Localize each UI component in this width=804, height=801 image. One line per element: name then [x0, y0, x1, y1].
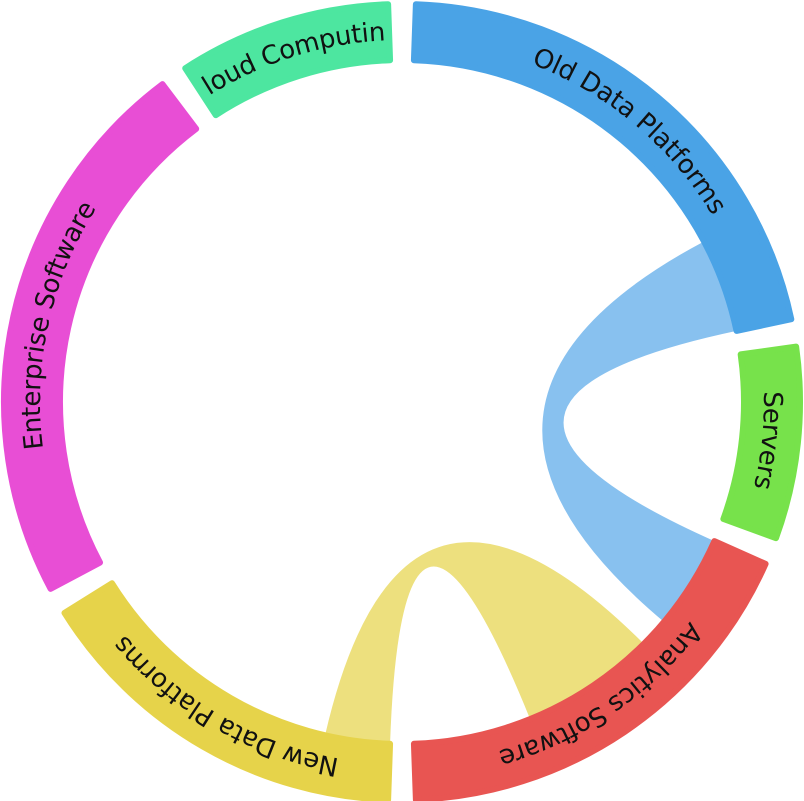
arc-old-data-platforms	[410, 1, 795, 334]
ribbon-analytics-software-to-new-data-platforms	[325, 542, 644, 744]
arc-servers	[720, 343, 803, 542]
arc-cloud-computing	[182, 1, 394, 119]
ribbon-old-data-platforms-to-analytics-software	[542, 241, 737, 622]
arc-analytics-software	[410, 538, 769, 801]
arc-new-data-platforms	[61, 580, 394, 801]
arc-enterprise-software	[1, 81, 200, 592]
ribbons-layer	[325, 241, 737, 744]
